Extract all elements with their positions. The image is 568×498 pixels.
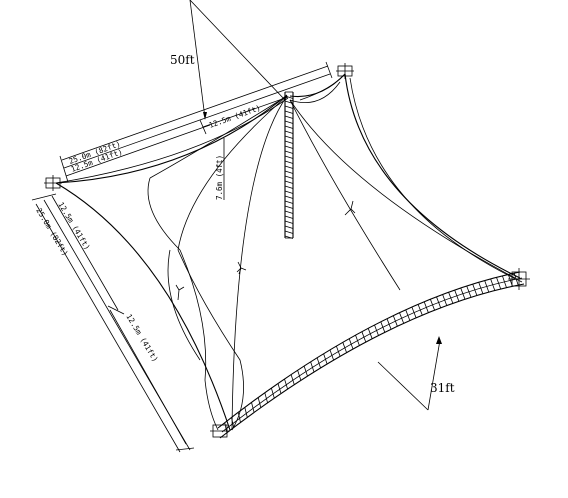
mast-rung [284,185,294,189]
beam-rung [297,370,302,381]
radial-cables [147,81,516,431]
beam-rung [430,299,435,311]
mast-rung [284,230,294,234]
beam-rung [231,417,235,428]
mast-rung [284,140,294,144]
beam-rung [386,318,392,330]
beam-rung [316,357,321,369]
beam-rung [423,301,429,313]
curved-beam [217,271,525,439]
beam-rung [472,283,478,296]
beam-rung [442,294,448,306]
beam-rung [264,392,268,403]
human-figure [175,200,356,301]
beam-end-right [508,268,530,290]
mast-rung [284,165,294,169]
beam-rung [460,287,466,300]
mast-dim: 7.6m (4ft) [215,155,224,200]
mast-rung [284,155,294,159]
beam-rung [257,397,262,408]
beam-rung [290,374,295,385]
beam-lattice [224,273,519,433]
beam-rung [405,309,411,321]
mast-rung [284,190,294,194]
beam-rung [417,304,423,316]
mast-rung [284,205,294,209]
beam-rung [502,275,507,288]
top-dimension-lines [59,61,333,183]
beam-rung [392,315,398,327]
beam-rung [310,361,315,373]
beam-end-left [210,424,230,438]
mast-rung [284,235,294,239]
left-dimension-lines [31,193,195,453]
beam-rung [271,387,275,399]
mast-rung [284,130,294,134]
mast-rung [284,195,294,199]
beam-rung [380,321,386,333]
beam-rung [436,296,442,308]
mast-rung [284,220,294,224]
beam-rung [367,328,373,339]
beam-rung [277,383,282,394]
mast-rung [284,160,294,164]
mast-rung [284,225,294,229]
mast-rung [284,135,294,139]
beam-rung [448,292,454,304]
mast-rung [284,175,294,179]
beam-rung [329,349,334,361]
beam-rung [342,342,347,353]
beam-rung [399,312,405,324]
mast-rung [284,210,294,214]
mast-lattice [284,95,294,239]
mast-rung [284,180,294,184]
beam-rung [466,285,472,298]
height-bottom-label: 31ft [430,381,455,395]
top-height-guide [189,0,286,120]
mast-rung [284,170,294,174]
mast-rung [284,150,294,154]
beam-rung [244,407,248,418]
beam-rung [374,324,379,336]
left-half-lower-dim: 12.5m (41ft) [124,312,160,363]
beam-rung [490,278,496,291]
beam-rung [237,412,241,423]
beam-rung [348,338,354,350]
mast-rung [284,105,294,109]
beam-rung [336,345,341,357]
mast-rung [284,120,294,124]
mast-rung [284,200,294,204]
beam-rung [251,402,255,413]
membrane-edges [55,73,523,431]
mast-rung [284,145,294,149]
mast-rung [284,125,294,129]
height-top-label: 50ft [170,53,195,67]
beam-rung [284,378,288,390]
beam-rung [411,306,417,318]
beam-rung [303,365,308,377]
beam-rung [355,334,360,346]
beam-rung [454,289,460,302]
mast-rung [284,215,294,219]
beam-rung [478,282,484,294]
beam-rung [361,331,367,343]
mast-rung [284,115,294,119]
beam-rung [484,280,490,293]
bottom-height-guide [377,336,442,411]
beam-rung [496,277,502,290]
beam-rung [323,353,328,365]
mast-rung [284,110,294,114]
